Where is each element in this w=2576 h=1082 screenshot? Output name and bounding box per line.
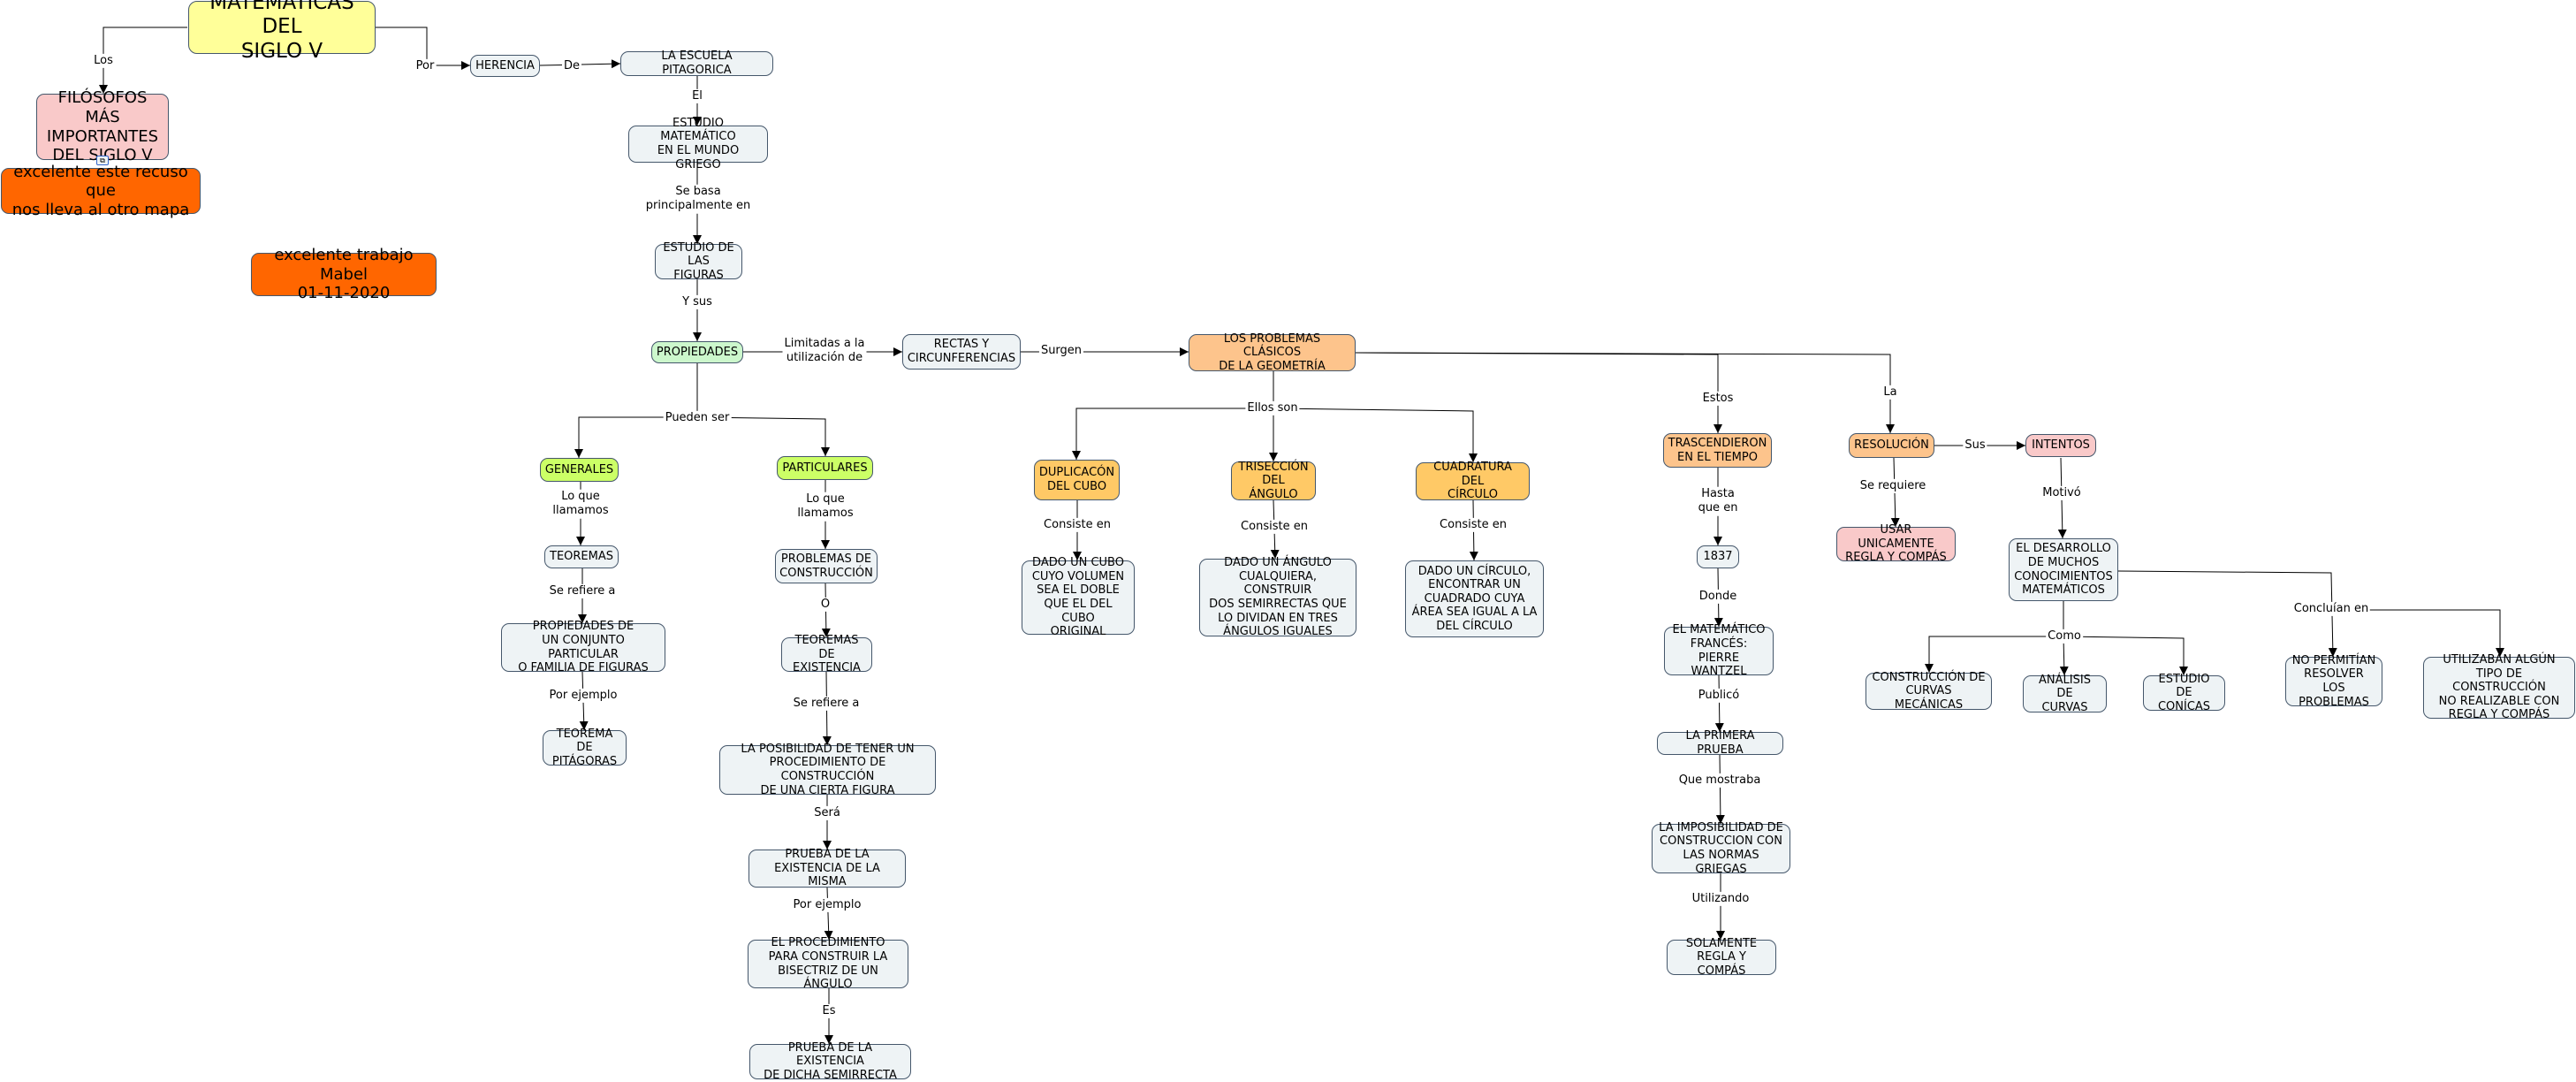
duplicacion-desc-node[interactable]: DADO UN CUBO CUYO VOLUMEN SEA EL DOBLE Q… [1022, 556, 1135, 638]
triseccion-node[interactable]: TRISECCIÓN DEL ÁNGULO [1231, 461, 1316, 501]
link-label-consiste-2: Consiste en [1239, 519, 1310, 535]
teoremas-node[interactable]: TEOREMAS [544, 545, 619, 568]
estudio-mat-node[interactable]: ESTUDIO MATEMÁTICO EN EL MUNDO GRIEGO [628, 117, 768, 171]
herencia-node[interactable]: HERENCIA [470, 55, 540, 77]
intentos-node[interactable]: INTENTOS [2025, 434, 2096, 457]
utilizaban-node[interactable]: UTILIZABAN ALGÚN TIPO DE CONSTRUCCIÓN NO… [2423, 653, 2575, 721]
link-label-o: O [818, 597, 832, 613]
link-label-se-refiere-1: Se refiere a [547, 583, 618, 599]
link-label-motivo: Motivó [2040, 485, 2083, 501]
link-label-lo-que-llamamos-2: Lo que llamamos [795, 491, 855, 522]
link-label-ellos-son: Ellos son [1245, 400, 1300, 416]
prop-conjunto-node[interactable]: PROPIEDADES DE UN CONJUNTO PARTICULAR O … [501, 620, 665, 674]
trabajo-note[interactable]: excelente trabajo Mabel 01-11-2020 [251, 246, 437, 302]
triseccion-desc-node[interactable]: DADO UN ÁNGULO CUALQUIERA, CONSTRUIR DOS… [1199, 556, 1356, 638]
link-label-es: Es [820, 1003, 838, 1019]
link-label-por-ejemplo-1: Por ejemplo [547, 688, 619, 704]
prueba-semirrecta-node[interactable]: PRUEBA DE LA EXISTENCIA DE DICHA SEMIRRE… [749, 1041, 911, 1082]
link-label-hasta: Hasta que en [1696, 486, 1740, 516]
solamente-node[interactable]: SOLAMENTE REGLA Y COMPÁS [1667, 937, 1776, 978]
link-label-los: Los [92, 53, 115, 69]
link-label-estos: Estos [1700, 391, 1736, 407]
link-label-publico: Publicó [1696, 688, 1742, 704]
link-label-de: De [561, 58, 582, 74]
estudio-fig-node[interactable]: ESTUDIO DE LAS FIGURAS [655, 241, 742, 282]
link-label-surgen: Surgen [1038, 343, 1084, 359]
propiedades-node[interactable]: PROPIEDADES [651, 341, 743, 363]
link-label-sus: Sus [1963, 438, 1987, 453]
link-label-se-refiere-2: Se refiere a [791, 696, 862, 712]
prob-construccion-node[interactable]: PROBLEMAS DE CONSTRUCCIÓN [775, 549, 878, 583]
escuela-node[interactable]: LA ESCUELA PITAGORICA [620, 50, 773, 77]
link-label-donde: Donde [1697, 589, 1739, 605]
link-label-el: El [690, 88, 704, 104]
procedimiento-node[interactable]: EL PROCEDIMIENTO PARA CONSTRUIR LA BISEC… [748, 936, 908, 991]
link-label-por: Por [414, 58, 437, 74]
duplicacion-node[interactable]: DUPLICACÓN DEL CUBO [1034, 460, 1120, 500]
title-node[interactable]: MATEMÁTICAS DEL SIGLO V [188, 0, 376, 63]
filosofos-node[interactable]: FILÓSOFOS MÁS IMPORTANTES DEL SIGLO V [36, 88, 169, 164]
prueba-existencia-node[interactable]: PRUEBA DE LA EXISTENCIA DE LA MISMA [748, 848, 906, 888]
link-label-se-requiere: Se requiere [1858, 478, 1928, 494]
link-label-pueden-ser: Pueden ser [663, 410, 732, 426]
link-marker-icon[interactable]: ⧉ [96, 156, 109, 165]
analisis-curvas-node[interactable]: ANÁLISIS DE CURVAS [2023, 674, 2107, 714]
link-label-y-sus: Y sus [680, 294, 714, 310]
primera-prueba-node[interactable]: LA PRIMERA PRUEBA [1657, 729, 1783, 757]
imposibilidad-node[interactable]: LA IMPOSIBILIDAD DE CONSTRUCCION CON LAS… [1652, 821, 1790, 876]
resolucion-node[interactable]: RESOLUCIÓN [1849, 433, 1934, 458]
link-label-consiste-3: Consiste en [1438, 517, 1508, 533]
link-label-por-ejemplo-2: Por ejemplo [791, 897, 863, 913]
desarrollo-node[interactable]: EL DESARROLLO DE MUCHOS CONOCIMIENTOS MA… [2009, 538, 2118, 601]
no-permitian-node[interactable]: NO PERMITÍAN RESOLVER LOS PROBLEMAS [2285, 654, 2382, 709]
year-node[interactable]: 1837 [1697, 545, 1739, 568]
matematico-node[interactable]: EL MATEMÁTICO FRANCÉS: PIERRE WANTZEL [1664, 623, 1774, 678]
trascendieron-node[interactable]: TRASCENDIERON EN EL TIEMPO [1663, 433, 1772, 468]
link-label-se-basa: Se basa principalmente en [643, 184, 753, 214]
link-label-consiste-1: Consiste en [1042, 517, 1113, 533]
conicas-node[interactable]: ESTUDIO DE CONÍCAS [2143, 673, 2225, 713]
link-label-la: La [1881, 385, 1899, 400]
link-label-que-mostraba: Que mostraba [1676, 773, 1763, 789]
rectas-node[interactable]: RECTAS Y CIRCUNFERENCIAS [902, 334, 1021, 370]
link-label-utilizando: Utilizando [1690, 891, 1752, 907]
link-label-lo-que-llamamos-1: Lo que llamamos [551, 489, 611, 519]
teorema-pitagoras-node[interactable]: TEOREMA DE PITÁGORAS [543, 728, 627, 768]
usar-regla-node[interactable]: USAR UNICAMENTE REGLA Y COMPÁS [1836, 523, 1956, 564]
curvas-mecanicas-node[interactable]: CONSTRUCCIÓN DE CURVAS MECÁNICAS [1866, 671, 1992, 712]
teo-existencia-node[interactable]: TEOREMAS DE EXISTENCIA [781, 634, 872, 674]
recurso-note[interactable]: excelente este recuso que nos lleva al o… [1, 163, 201, 219]
cuadratura-node[interactable]: CUADRATURA DEL CÍRCULO [1416, 461, 1530, 501]
generales-node[interactable]: GENERALES [540, 458, 619, 482]
link-label-como: Como [2046, 629, 2083, 644]
link-label-limitadas: Limitadas a la utilización de [782, 336, 867, 366]
problemas-clasicos-node[interactable]: LOS PROBLEMAS CLÁSICOS DE LA GEOMETRÍA [1189, 332, 1356, 373]
link-label-sera: Será [812, 805, 842, 821]
link-label-concluian: Concluían en [2291, 601, 2371, 617]
posibilidad-node[interactable]: LA POSIBILIDAD DE TENER UN PROCEDIMIENTO… [719, 743, 936, 797]
particulares-node[interactable]: PARTICULARES [777, 456, 873, 480]
cuadratura-desc-node[interactable]: DADO UN CÍRCULO, ENCONTRAR UN CUADRADO C… [1405, 560, 1544, 637]
